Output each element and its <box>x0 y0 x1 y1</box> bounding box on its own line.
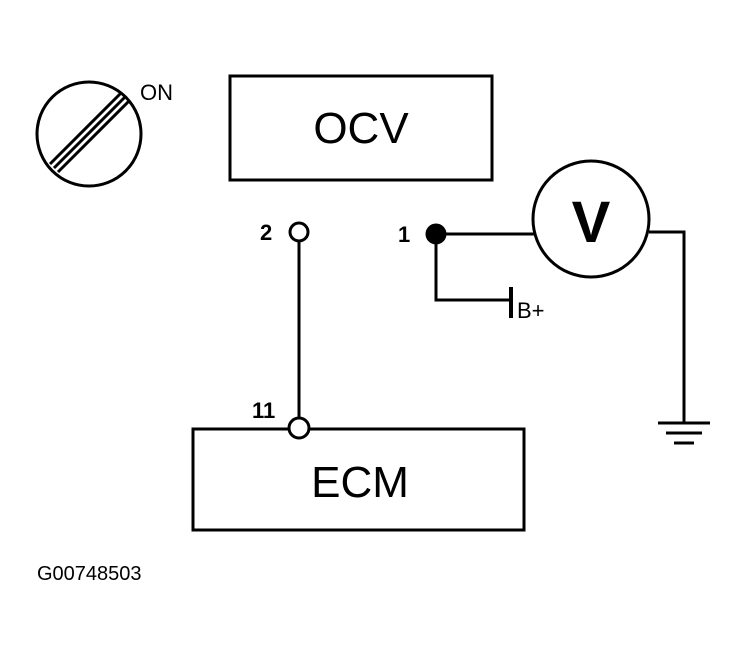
battery-label: B+ <box>517 298 545 323</box>
ocv-pin-1-terminal <box>425 223 447 245</box>
ecm-pin-11-label: 11 <box>252 398 275 423</box>
ecm-box <box>191 427 526 532</box>
ocv-pin-2-label: 2 <box>260 220 272 245</box>
ecm-label: ECM <box>311 458 409 507</box>
pin1-to-battery-wire <box>434 243 509 302</box>
ground-icon <box>658 421 710 445</box>
ocv-box <box>228 74 494 182</box>
ignition-switch-icon <box>35 80 143 188</box>
voltmeter-to-ground-wire <box>649 230 686 422</box>
ocv-pin-2-terminal <box>288 221 310 243</box>
figure-code: G00748503 <box>37 563 142 585</box>
voltmeter-icon <box>531 159 651 279</box>
ignition-on-label: ON <box>140 80 173 105</box>
ocv-pin-1-label: 1 <box>398 222 410 247</box>
voltmeter-label: V <box>572 190 611 255</box>
ecm-pin-11-terminal <box>287 416 311 440</box>
ocv-label: OCV <box>313 104 409 153</box>
